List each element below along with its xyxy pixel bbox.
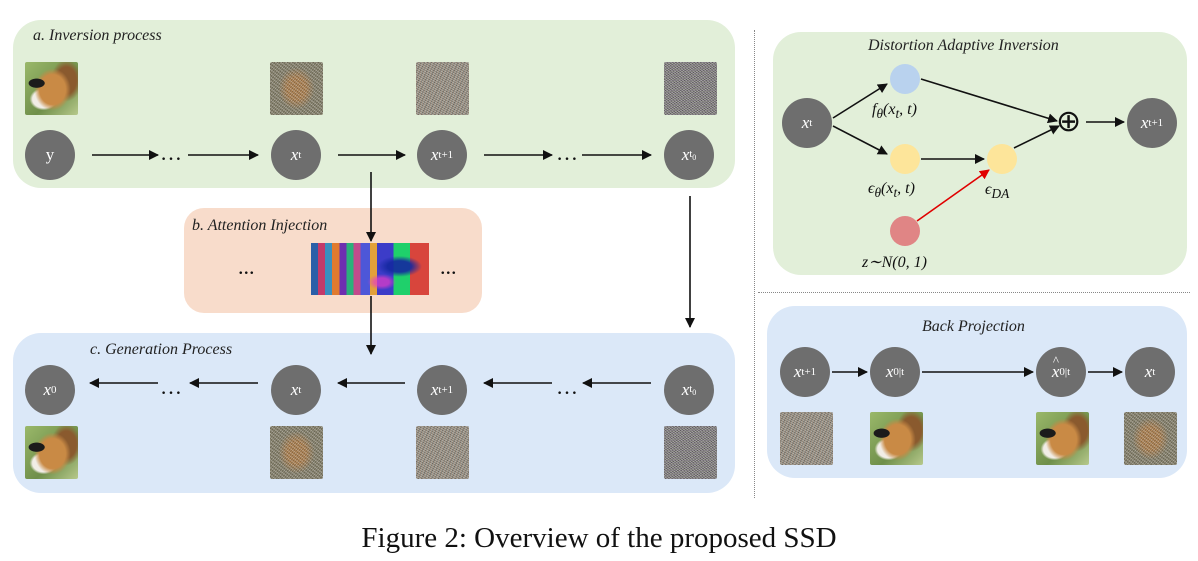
eps-da-label: ϵDA (985, 181, 1010, 202)
clean-image-thumbnail (25, 62, 78, 115)
arrow-dai-up (832, 83, 888, 119)
back-projection-panel (767, 306, 1187, 478)
f-theta-label: fθ(xt, t) (872, 101, 917, 122)
gen-noisier-image-thumbnail (416, 426, 469, 479)
gen-noise-image-thumbnail (664, 426, 717, 479)
arrow-noise-red (916, 169, 990, 222)
bp-noisy-thumbnail (780, 412, 833, 465)
attention-dots-right: ... (440, 254, 457, 279)
attention-dots-left: ... (238, 254, 255, 279)
generation-ellipsis-1: … (160, 374, 182, 399)
noise-image-thumbnail (664, 62, 717, 115)
generation-ellipsis-2: … (556, 374, 578, 399)
bp-node-xhat0t: x^0|t (1036, 347, 1086, 397)
bp-x0t-thumbnail (870, 412, 923, 465)
attention-title: b. Attention Injection (192, 217, 328, 234)
noisy-image-thumbnail (270, 62, 323, 115)
generation-panel (13, 333, 735, 493)
back-projection-title: Back Projection (922, 318, 1025, 335)
inversion-panel (13, 20, 735, 188)
gen-noisy-image-thumbnail (270, 426, 323, 479)
attention-map-strip (311, 243, 429, 295)
dai-title: Distortion Adaptive Inversion (868, 37, 1059, 54)
dai-yellow-circle-2 (987, 144, 1017, 174)
horizontal-divider (758, 292, 1190, 293)
inversion-ellipsis-2: … (556, 140, 578, 165)
dai-yellow-circle-1 (890, 144, 920, 174)
dai-panel (773, 32, 1187, 275)
z-distribution-label: z∼N(0, 1) (862, 254, 927, 271)
vertical-divider (754, 30, 755, 498)
node-y: y (25, 130, 75, 180)
figure-caption: Figure 2: Overview of the proposed SSD (361, 522, 837, 554)
inversion-title: a. Inversion process (33, 27, 162, 44)
generated-image-thumbnail (25, 426, 78, 479)
arrow-dai-eda-to-oplus (1013, 125, 1060, 149)
dai-red-circle (890, 216, 920, 246)
arrow-dai-blue-to-oplus (920, 78, 1058, 124)
arrow-dai-down (832, 125, 888, 155)
eps-theta-label: ϵθ(xt, t) (868, 180, 915, 201)
generation-title: c. Generation Process (90, 341, 233, 358)
inversion-ellipsis-1: … (160, 140, 182, 165)
oplus-symbol: ⊕ (1056, 105, 1082, 138)
bp-xhat-thumbnail (1036, 412, 1089, 465)
dai-blue-circle (890, 64, 920, 94)
noisier-image-thumbnail (416, 62, 469, 115)
bp-xt-thumbnail (1124, 412, 1177, 465)
